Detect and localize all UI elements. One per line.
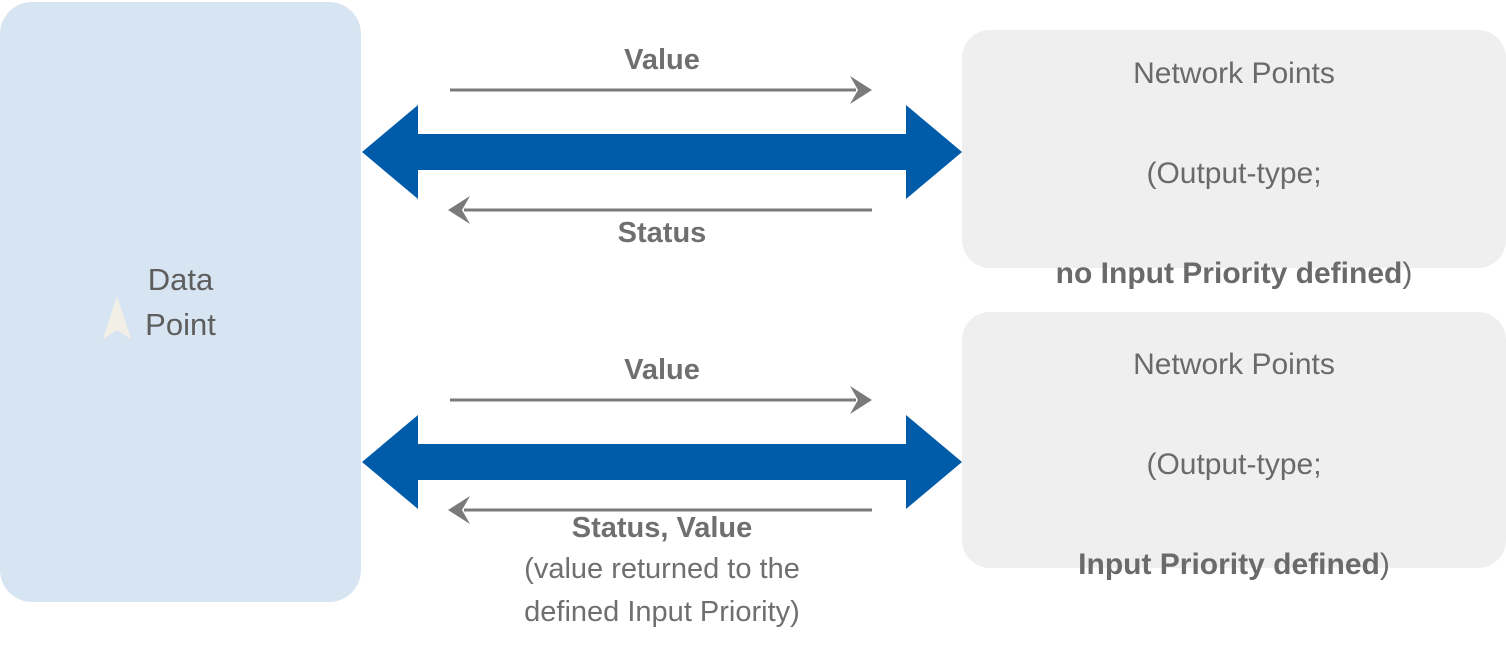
flow-top-outbound-label: Value xyxy=(624,44,700,76)
flow-bottom-bidirectional-arrow-icon xyxy=(362,415,962,509)
np-bottom-line3-tail: ) xyxy=(1379,548,1390,581)
flow-bottom-outbound-arrow-icon xyxy=(450,386,872,414)
np-top-line2: (Output-type; xyxy=(1146,157,1322,190)
flow-group-bottom: Value Status, Value (value returned to t… xyxy=(360,340,964,640)
network-points-text-no-priority: Network Points (Output-type; no Input Pr… xyxy=(1040,0,1429,299)
np-bottom-line2: (Output-type; xyxy=(1146,448,1322,481)
network-points-box-no-priority: Network Points (Output-type; no Input Pr… xyxy=(962,30,1506,290)
flow-top-inbound-arrow-icon xyxy=(448,196,872,224)
data-point-box: Data Point xyxy=(0,2,361,602)
data-point-label: Data Point xyxy=(145,262,216,342)
flow-top-bidirectional-arrow-icon xyxy=(362,105,962,199)
np-top-line1: Network Points xyxy=(1133,57,1335,90)
np-top-line3-tail: ) xyxy=(1402,257,1413,290)
flow-bottom-inbound-note: (value returned to the defined Input Pri… xyxy=(524,553,800,628)
network-points-text-with-priority: Network Points (Output-type; Input Prior… xyxy=(1062,290,1406,590)
flow-bottom-inbound-label: Status, Value xyxy=(571,512,753,544)
flow-bottom-inbound-arrow-icon xyxy=(448,496,872,524)
np-top-line3-bold: no Input Priority defined xyxy=(1055,257,1403,290)
flow-group-top: Value Status xyxy=(360,30,964,280)
flow-top-outbound-arrow-icon xyxy=(450,76,872,104)
np-bottom-line1: Network Points xyxy=(1133,348,1335,381)
np-bottom-line3-bold: Input Priority defined xyxy=(1078,548,1380,581)
network-points-box-with-priority: Network Points (Output-type; Input Prior… xyxy=(962,312,1506,581)
flow-top-inbound-label: Status xyxy=(617,217,707,249)
flow-bottom-outbound-label: Value xyxy=(624,354,700,386)
mouse-pointer-icon xyxy=(103,296,131,339)
